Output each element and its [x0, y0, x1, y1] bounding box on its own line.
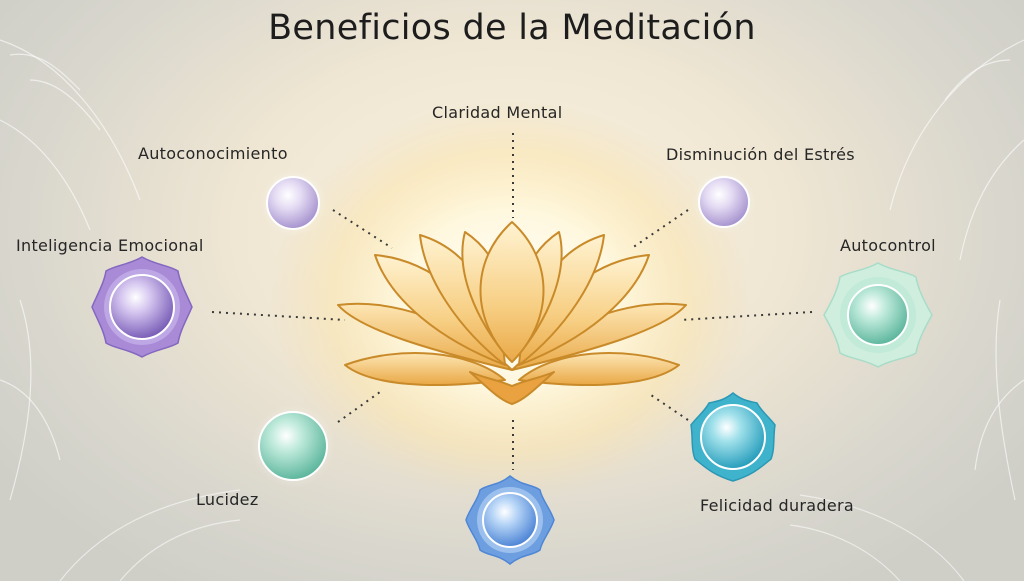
connector-lines — [211, 133, 813, 470]
feather-leaf-icon — [889, 39, 1024, 501]
chakra-flower-icon — [465, 475, 555, 565]
feather-leaf-icon — [59, 489, 965, 581]
label-autocontrol: Autocontrol — [840, 236, 936, 255]
lotus-icon — [337, 221, 687, 405]
chakra-flower-icon — [690, 392, 776, 482]
label-lucidez: Lucidez — [196, 490, 259, 509]
label-claridad-mental: Claridad Mental — [432, 103, 563, 122]
diagram-title: Beneficios de la Meditación — [268, 8, 756, 48]
label-autoconocimiento: Autoconocimiento — [138, 144, 288, 163]
chakra-flower-icon — [823, 262, 933, 368]
orb-icon — [259, 169, 327, 237]
chakra-flower-icon — [91, 256, 193, 358]
orb-icon — [251, 404, 335, 488]
label-disminucion-estres: Disminución del Estrés — [666, 145, 855, 164]
label-inteligencia-emocional: Inteligencia Emocional — [16, 236, 204, 255]
label-felicidad-duradera: Felicidad duradera — [700, 496, 854, 515]
orb-icon — [692, 170, 756, 234]
feather-leaf-icon — [0, 39, 141, 501]
